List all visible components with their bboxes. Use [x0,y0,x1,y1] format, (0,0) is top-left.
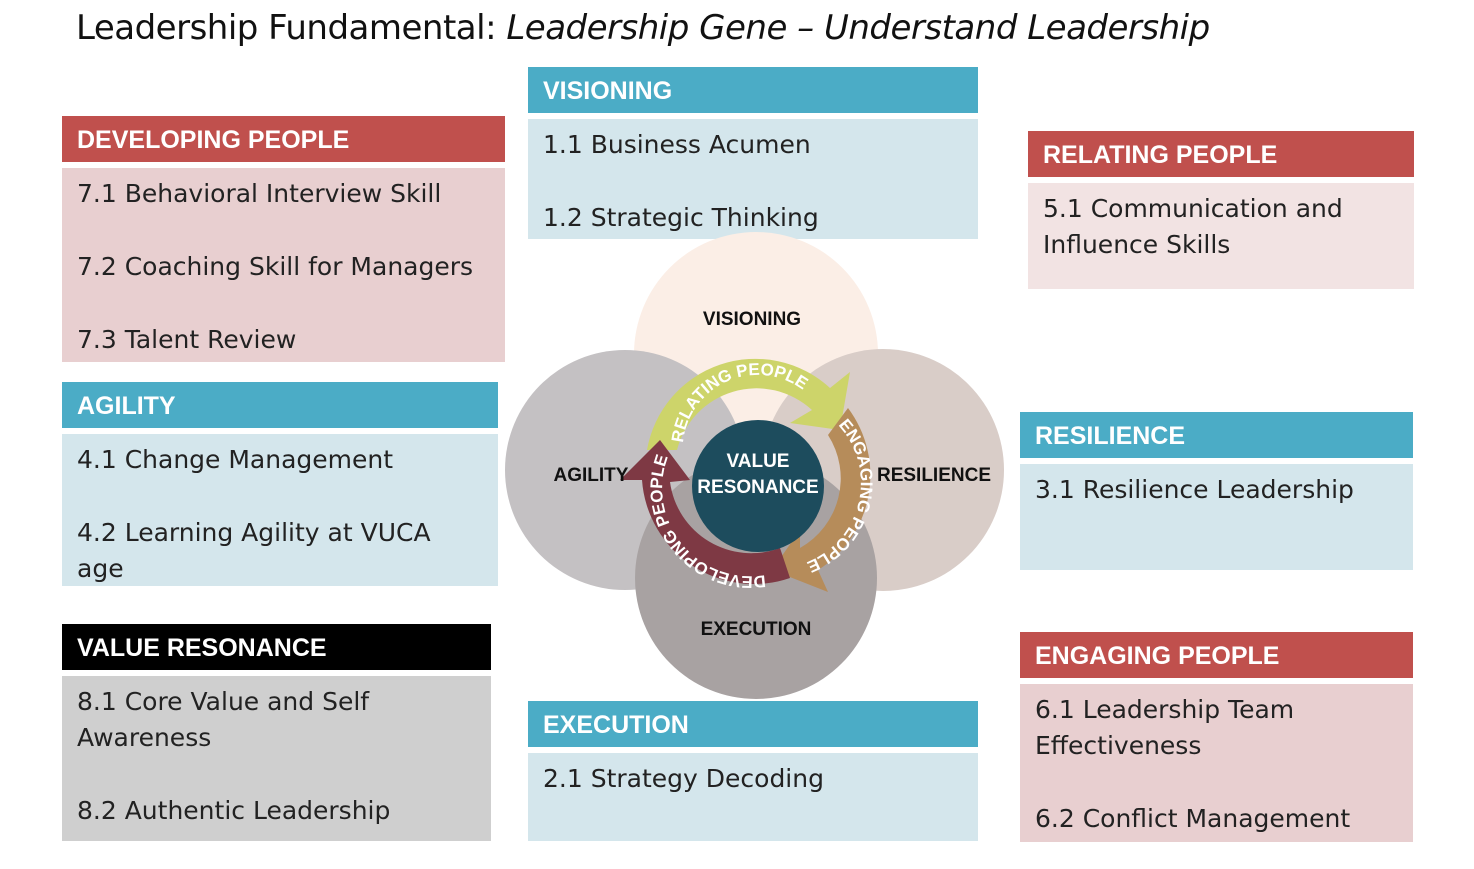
value-resonance-box: VALUE RESONANCE 8.1 Core Value and Self … [62,624,491,841]
visioning-header: VISIONING [528,67,978,113]
value-resonance-center [692,420,824,552]
agility-list: 4.1 Change Management 4.2 Learning Agili… [62,434,498,586]
developing-people-list: 7.1 Behavioral Interview Skill 7.2 Coach… [62,168,505,362]
developing-people-box: DEVELOPING PEOPLE 7.1 Behavioral Intervi… [62,116,505,362]
list-item: 7.2 Coaching Skill for Managers [77,252,474,281]
value-resonance-list: 8.1 Core Value and Self Awareness 8.2 Au… [62,676,491,841]
list-item: 5.1 Communication and Influence Skills [1043,194,1343,259]
agility-header: AGILITY [62,382,498,428]
center-label-line-2: RESONANCE [697,477,818,498]
resilience-box: RESILIENCE 3.1 Resilience Leadership [1020,412,1413,570]
circle-label-resilience: RESILIENCE [877,465,991,486]
developing-people-arrow [620,440,790,585]
engaging-people-box: ENGAGING PEOPLE 6.1 Leadership Team Effe… [1020,632,1413,842]
engaging-people-header: ENGAGING PEOPLE [1020,632,1413,678]
visioning-box: VISIONING 1.1 Business Acumen 1.2 Strate… [528,67,978,239]
value-resonance-header: VALUE RESONANCE [62,624,491,670]
center-label-line-1: VALUE [727,451,790,472]
list-item: 8.2 Authentic Leadership [77,796,391,825]
relating-people-box: RELATING PEOPLE 5.1 Communication and In… [1028,131,1414,289]
list-item: 7.1 Behavioral Interview Skill [77,179,442,208]
engaging-people-list: 6.1 Leadership Team Effectiveness 6.2 Co… [1020,684,1413,842]
list-item: 1.2 Strategic Thinking [543,203,819,232]
resilience-header: RESILIENCE [1020,412,1413,458]
list-item: 2.1 Strategy Decoding [543,764,824,793]
list-item: 6.2 Conflict Management [1035,804,1351,833]
relating-people-list: 5.1 Communication and Influence Skills [1028,183,1414,289]
relating-people-header: RELATING PEOPLE [1028,131,1414,177]
engaging-people-arrow [772,408,871,592]
list-item: 6.1 Leadership Team Effectiveness [1035,695,1295,760]
list-item: 7.3 Talent Review [77,325,297,354]
list-item: 3.1 Resilience Leadership [1035,475,1354,504]
resilience-list: 3.1 Resilience Leadership [1020,464,1413,570]
circle-label-agility: AGILITY [554,465,629,486]
execution-box: EXECUTION 2.1 Strategy Decoding [528,701,978,841]
execution-list: 2.1 Strategy Decoding [528,753,978,841]
circle-label-visioning: VISIONING [703,309,801,330]
agility-box: AGILITY 4.1 Change Management 4.2 Learni… [62,382,498,586]
list-item: 4.1 Change Management [77,445,394,474]
list-item: 1.1 Business Acumen [543,130,811,159]
list-item: 8.1 Core Value and Self Awareness [77,687,370,752]
execution-header: EXECUTION [528,701,978,747]
visioning-list: 1.1 Business Acumen 1.2 Strategic Thinki… [528,119,978,239]
relating-people-arrow [647,358,850,450]
developing-people-header: DEVELOPING PEOPLE [62,116,505,162]
page-title: Leadership Fundamental: Leadership Gene … [76,8,1210,48]
circle-label-execution: EXECUTION [701,619,812,640]
list-item: 4.2 Learning Agility at VUCA age [77,518,431,583]
leadership-gene-diagram: VALUE RESONANCE RELATING PEOPLE ENGAGING… [505,232,1004,699]
